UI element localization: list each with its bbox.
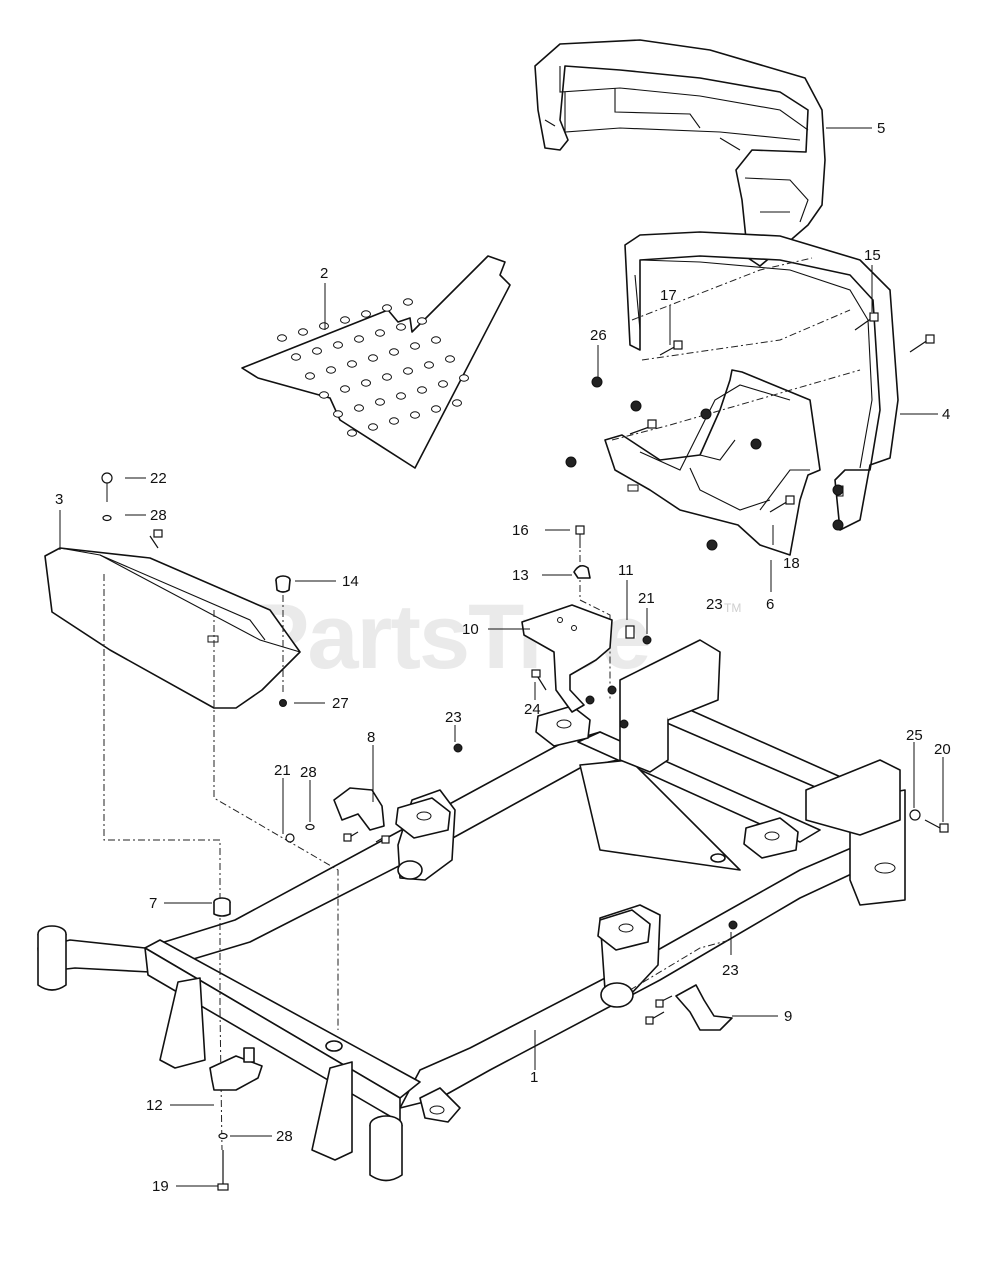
part-5-bumper-cover[interactable] (534, 39, 826, 267)
plate-hole (319, 322, 329, 330)
alignment-line (641, 309, 851, 361)
part-6-battery-tray[interactable] (604, 369, 821, 556)
callout-23: 23 (706, 596, 723, 613)
alignment-line (611, 369, 861, 441)
part-13-clip[interactable] (573, 564, 591, 579)
leader-lines (59, 127, 944, 1187)
plate-hole (389, 348, 399, 356)
callout-18: 18 (783, 555, 800, 572)
callout-9: 9 (784, 1008, 792, 1025)
callout-14: 14 (342, 573, 359, 590)
alignment-line (631, 257, 813, 321)
callout-26: 26 (590, 327, 607, 344)
part-1-main-frame[interactable] (37, 639, 906, 1182)
callout-8: 8 (367, 729, 375, 746)
alignment-line (103, 574, 221, 1010)
callout-7: 7 (149, 895, 157, 912)
callout-21: 21 (638, 590, 655, 607)
part-7-spacer[interactable] (213, 897, 231, 917)
plate-hole (396, 323, 406, 331)
callout-21: 21 (274, 762, 291, 779)
plate-hole (431, 336, 441, 344)
callout-25: 25 (906, 727, 923, 744)
plate-hole (298, 328, 308, 336)
callout-19: 19 (152, 1178, 169, 1195)
alignment-line (213, 610, 339, 1030)
plate-hole (410, 411, 420, 419)
callout-1: 1 (530, 1069, 538, 1086)
plate-hole (382, 373, 392, 381)
plate-hole (333, 410, 343, 418)
plate-hole (340, 316, 350, 324)
plate-hole (368, 423, 378, 431)
plate-hole (375, 398, 385, 406)
callout-28: 28 (300, 764, 317, 781)
plate-hole (361, 379, 371, 387)
plate-hole (438, 380, 448, 388)
plate-hole (410, 342, 420, 350)
part-12-bracket[interactable] (209, 1047, 263, 1091)
plate-hole (277, 334, 287, 342)
callout-22: 22 (150, 470, 167, 487)
plate-hole (333, 341, 343, 349)
part-8-bracket[interactable] (333, 787, 385, 831)
part-14-knob[interactable] (275, 575, 291, 593)
plate-hole (354, 404, 364, 412)
watermark-tm: TM (724, 601, 741, 615)
plate-hole (424, 361, 434, 369)
plate-hole (403, 298, 413, 306)
callout-17: 17 (660, 287, 677, 304)
callout-24: 24 (524, 701, 541, 718)
plate-hole (291, 353, 301, 361)
callout-6: 6 (766, 596, 774, 613)
plate-hole (326, 366, 336, 374)
plate-hole (431, 405, 441, 413)
plate-hole (417, 386, 427, 394)
callout-16: 16 (512, 522, 529, 539)
part-3-console-cover[interactable] (44, 547, 301, 709)
plate-hole (403, 367, 413, 375)
callout-15: 15 (864, 247, 881, 264)
plate-hole (459, 374, 469, 382)
plate-hole (361, 310, 371, 318)
callout-3: 3 (55, 491, 63, 508)
part-10-mount-plate[interactable] (521, 604, 613, 713)
callout-12: 12 (146, 1097, 163, 1114)
callout-2: 2 (320, 265, 328, 282)
plate-hole (375, 329, 385, 337)
plate-hole (319, 391, 329, 399)
plate-hole (305, 372, 315, 380)
callout-11: 11 (618, 562, 634, 579)
callout-27: 27 (332, 695, 349, 712)
callout-20: 20 (934, 741, 951, 758)
plate-hole (417, 317, 427, 325)
callout-23: 23 (445, 709, 462, 726)
plate-hole (347, 360, 357, 368)
callout-4: 4 (942, 406, 950, 423)
callout-28: 28 (150, 507, 167, 524)
plate-hole (389, 417, 399, 425)
alignment-line (629, 939, 731, 991)
part-2-floor-plate[interactable] (241, 255, 511, 469)
callout-13: 13 (512, 567, 529, 584)
part-9-bracket[interactable] (675, 984, 733, 1031)
plate-hole (382, 304, 392, 312)
callout-5: 5 (877, 120, 885, 137)
plate-hole (368, 354, 378, 362)
plate-hole (445, 355, 455, 363)
plate-hole (396, 392, 406, 400)
plate-hole (340, 385, 350, 393)
callouts: 5 2 15 17 26 4 22 3 28 16 18 13 11 14 23… (55, 120, 951, 1195)
plate-hole (354, 335, 364, 343)
hardware (101, 312, 949, 1191)
callout-28: 28 (276, 1128, 293, 1145)
callout-10: 10 (462, 621, 479, 638)
callout-23: 23 (722, 962, 739, 979)
plate-hole (312, 347, 322, 355)
plate-hole (452, 399, 462, 407)
plate-hole (347, 429, 357, 437)
